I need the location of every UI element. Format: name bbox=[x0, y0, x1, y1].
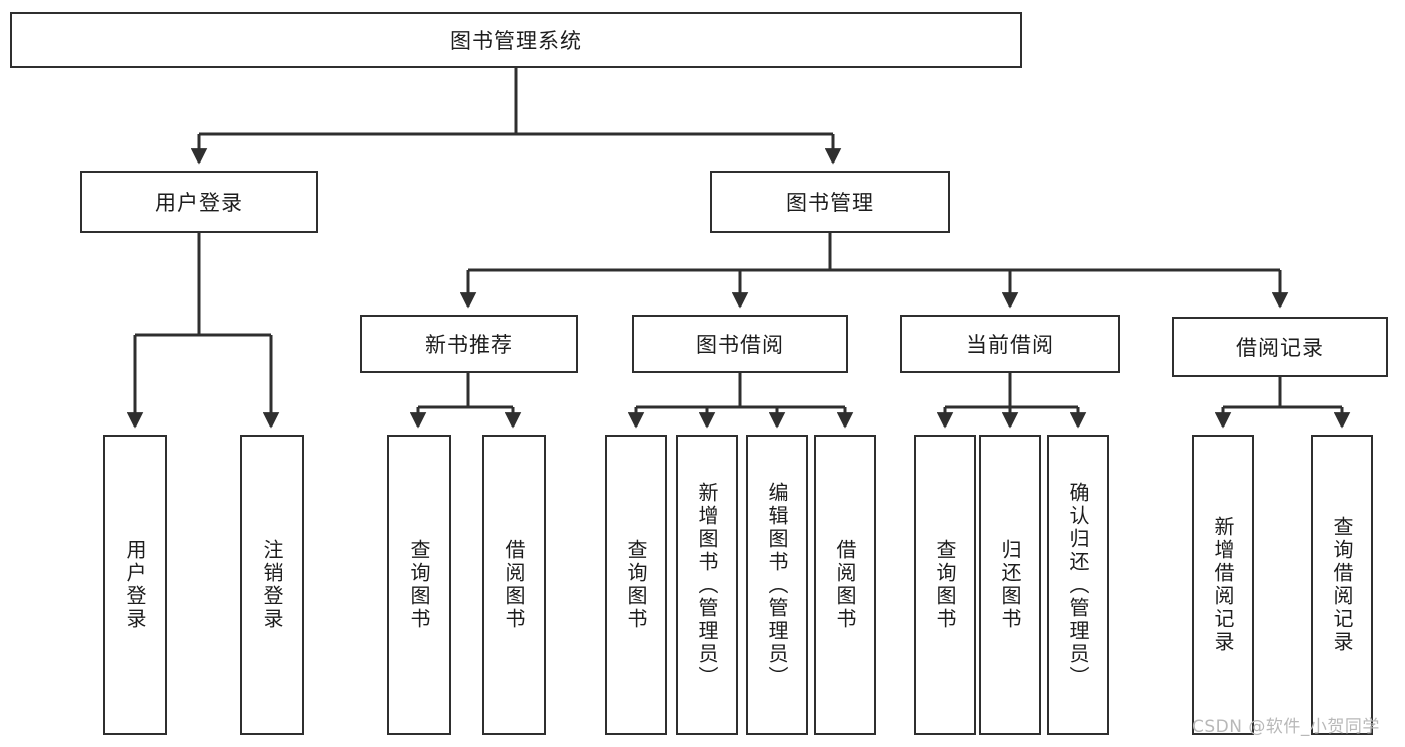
node-label: 借阅图书 bbox=[833, 539, 857, 631]
node-label: 用户登录 bbox=[155, 191, 243, 215]
leaf-record-query-record[interactable]: 查询借阅记录 bbox=[1311, 435, 1373, 735]
node-label: 新增图书（管理员） bbox=[695, 481, 719, 689]
node-label: 查询借阅记录 bbox=[1330, 516, 1354, 654]
leaf-user-login-logout[interactable]: 注销登录 bbox=[240, 435, 304, 735]
leaf-borrow-borrow-book[interactable]: 借阅图书 bbox=[814, 435, 876, 735]
leaf-recommend-query-book[interactable]: 查询图书 bbox=[387, 435, 451, 735]
leaf-current-confirm-return-admin[interactable]: 确认归还（管理员） bbox=[1047, 435, 1109, 735]
leaf-record-add-record[interactable]: 新增借阅记录 bbox=[1192, 435, 1254, 735]
node-borrow-record[interactable]: 借阅记录 bbox=[1172, 317, 1388, 377]
node-label: 查询图书 bbox=[624, 539, 648, 631]
node-label: 用户登录 bbox=[123, 539, 147, 631]
node-label: 注销登录 bbox=[260, 539, 284, 631]
leaf-current-return-book[interactable]: 归还图书 bbox=[979, 435, 1041, 735]
node-label: 编辑图书（管理员） bbox=[765, 481, 789, 689]
node-label: 新增借阅记录 bbox=[1211, 516, 1235, 654]
node-root-system[interactable]: 图书管理系统 bbox=[10, 12, 1022, 68]
leaf-current-query-book[interactable]: 查询图书 bbox=[914, 435, 976, 735]
node-label: 归还图书 bbox=[998, 539, 1022, 631]
node-user-login[interactable]: 用户登录 bbox=[80, 171, 318, 233]
leaf-borrow-edit-book-admin[interactable]: 编辑图书（管理员） bbox=[746, 435, 808, 735]
node-label: 当前借阅 bbox=[966, 333, 1054, 357]
leaf-recommend-borrow-book[interactable]: 借阅图书 bbox=[482, 435, 546, 735]
node-label: 图书管理系统 bbox=[450, 29, 582, 53]
node-book-borrow[interactable]: 图书借阅 bbox=[632, 315, 848, 373]
node-label: 图书管理 bbox=[786, 191, 874, 215]
leaf-borrow-query-book[interactable]: 查询图书 bbox=[605, 435, 667, 735]
node-book-management[interactable]: 图书管理 bbox=[710, 171, 950, 233]
node-current-borrow[interactable]: 当前借阅 bbox=[900, 315, 1120, 373]
node-label: 查询图书 bbox=[407, 539, 431, 631]
watermark-text: CSDN @软件_小贺同学 bbox=[1192, 717, 1380, 737]
node-label: 图书借阅 bbox=[696, 333, 784, 357]
node-label: 借阅图书 bbox=[502, 539, 526, 631]
node-label: 查询图书 bbox=[933, 539, 957, 631]
node-label: 新书推荐 bbox=[425, 333, 513, 357]
leaf-user-login-login[interactable]: 用户登录 bbox=[103, 435, 167, 735]
node-label: 确认归还（管理员） bbox=[1066, 481, 1090, 689]
node-new-book-recommend[interactable]: 新书推荐 bbox=[360, 315, 578, 373]
node-label: 借阅记录 bbox=[1236, 336, 1324, 360]
leaf-borrow-add-book-admin[interactable]: 新增图书（管理员） bbox=[676, 435, 738, 735]
